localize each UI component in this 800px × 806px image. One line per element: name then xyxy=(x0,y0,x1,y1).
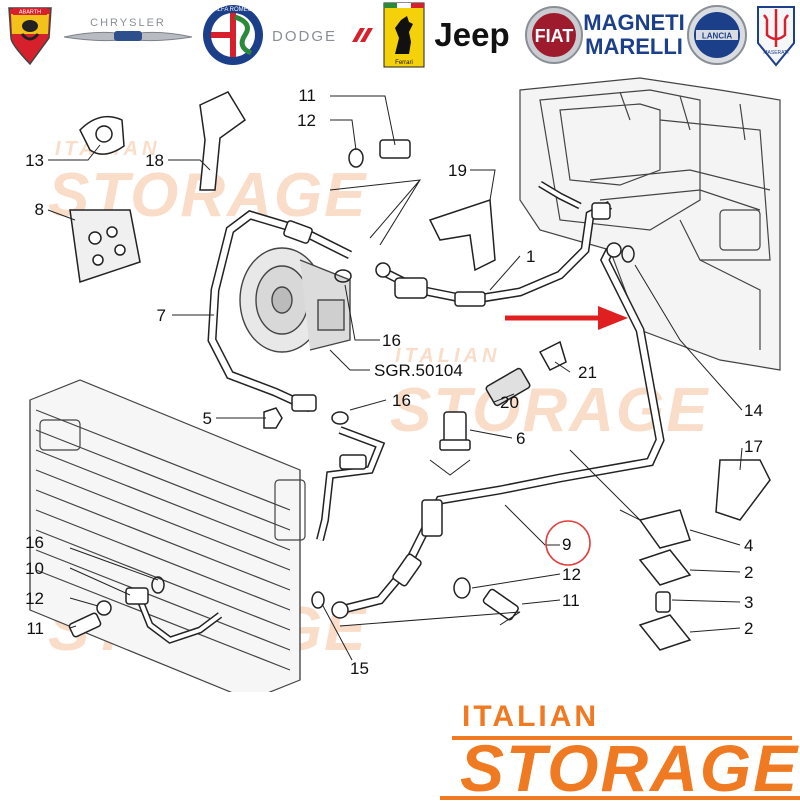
callout-20: 20 xyxy=(500,393,519,412)
jeep-text: Jeep xyxy=(434,16,510,53)
callout-11-lower: 11 xyxy=(562,591,580,610)
footer-italian-text: ITALIAN xyxy=(462,700,600,733)
callout-5: 5 xyxy=(203,409,212,428)
callout-16-left: 16 xyxy=(25,533,44,552)
callout-8: 8 xyxy=(35,200,44,219)
lancia-text: LANCIA xyxy=(702,32,732,41)
callout-15: 15 xyxy=(350,659,369,678)
callout-9: 9 xyxy=(562,535,571,554)
dodge-logo: DODGE xyxy=(270,4,374,66)
callout-11-top: 11 xyxy=(298,86,316,105)
callout-16-mid: 16 xyxy=(382,331,401,350)
lancia-logo: LANCIA xyxy=(686,4,748,66)
compressor-ref: SGR.50104 xyxy=(374,361,463,380)
callout-3: 3 xyxy=(744,593,753,612)
callout-6: 6 xyxy=(516,429,525,448)
dodge-text: DODGE xyxy=(272,28,337,45)
hose-1 xyxy=(375,180,613,307)
callout-16-lower: 16 xyxy=(392,391,411,410)
ferrari-text: Ferrari xyxy=(395,60,413,66)
callout-7: 7 xyxy=(157,306,166,325)
maserati-logo: MASERATI xyxy=(754,4,798,67)
maserati-text: MASERATI xyxy=(763,50,788,56)
alfa-romeo-logo: ALFA ROMEO xyxy=(200,4,266,66)
callout-21: 21 xyxy=(578,363,597,382)
abarth-logo: ABARTH xyxy=(4,4,56,66)
callout-numbers: 11 12 13 18 8 19 1 7 16 SGR.50104 5 16 2… xyxy=(25,86,763,678)
hose-10 xyxy=(125,587,223,644)
callout-12-lower: 12 xyxy=(562,565,581,584)
callout-4: 4 xyxy=(744,536,753,555)
callout-13: 13 xyxy=(25,151,44,170)
callout-19: 19 xyxy=(448,161,467,180)
ferrari-logo: Ferrari xyxy=(382,2,426,68)
highlight-circle xyxy=(545,520,591,566)
callout-12-left: 12 xyxy=(25,589,44,608)
hose-condenser-link xyxy=(316,426,386,541)
jeep-logo: Jeep xyxy=(430,4,514,66)
brand-logo-bar: ABARTH CHRYSLER ALFA ROMEO DODGE xyxy=(0,0,800,72)
magneti-marelli-logo: MAGNETI MARELLI xyxy=(583,4,684,66)
italian-storage-logo: ITALIAN STORAGE xyxy=(440,700,800,805)
abarth-text: ABARTH xyxy=(19,10,41,16)
callout-2-lower: 2 xyxy=(744,619,753,638)
callout-2-upper: 2 xyxy=(744,563,753,582)
hose-7 xyxy=(207,210,353,413)
chrysler-logo: CHRYSLER xyxy=(62,4,194,66)
small-parts xyxy=(68,91,771,651)
fiat-text: FIAT xyxy=(535,26,574,46)
chrysler-text: CHRYSLER xyxy=(90,17,166,29)
flow-arrow xyxy=(505,306,628,330)
leader-lines xyxy=(47,95,743,661)
footer-rule-bottom xyxy=(440,796,800,800)
fiat-logo: FIAT xyxy=(524,4,584,66)
callout-17: 17 xyxy=(744,437,763,456)
ac-hose-exploded-diagram: 11 12 13 18 8 19 1 7 16 SGR.50104 5 16 2… xyxy=(25,77,781,692)
callout-11-left: 11 xyxy=(26,619,44,638)
callout-12-top: 12 xyxy=(297,111,316,130)
callout-10: 10 xyxy=(25,559,44,578)
footer-storage-text: STORAGE xyxy=(460,731,800,805)
callout-18: 18 xyxy=(145,151,164,170)
callout-14: 14 xyxy=(744,401,763,420)
condenser xyxy=(29,379,306,692)
callout-1: 1 xyxy=(526,247,535,266)
footer-rule-top xyxy=(452,736,792,740)
hose-9 xyxy=(331,242,665,619)
magneti-text: MAGNETI xyxy=(583,10,685,35)
alfa-romeo-text: ALFA ROMEO xyxy=(214,7,253,13)
evaporator-housing xyxy=(519,77,781,371)
compressor xyxy=(239,247,351,353)
marelli-text: MARELLI xyxy=(585,34,683,59)
